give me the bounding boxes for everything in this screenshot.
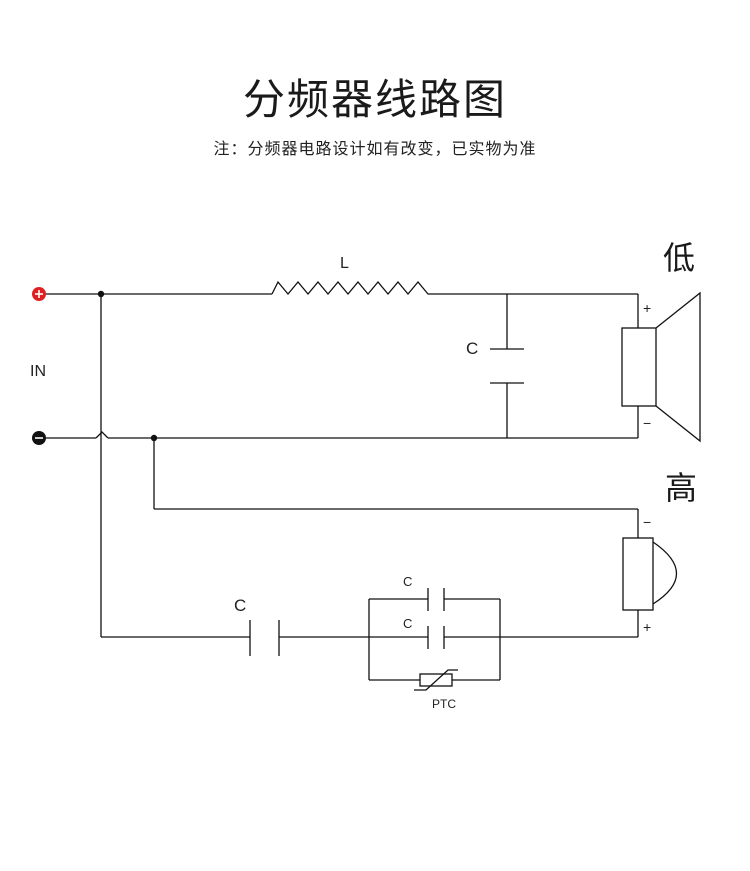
- parallel-cap-top-label: C: [403, 574, 412, 589]
- ptc-resistor-body: [419, 673, 453, 687]
- ptc-resistor-arrow: [414, 669, 458, 691]
- junction-dot-negative: [150, 434, 158, 442]
- wire-crossing-jumper: [95, 431, 109, 439]
- terminal-positive: [32, 287, 46, 301]
- woofer-cone: [655, 291, 701, 443]
- inductor-coil: [271, 280, 434, 296]
- inductor-label: L: [340, 255, 349, 272]
- high-label: 高: [665, 469, 697, 507]
- woofer-cap-label: C: [466, 339, 478, 358]
- input-label: IN: [30, 363, 46, 380]
- tweeter-dome: [652, 541, 678, 605]
- woofer-plus-label: +: [643, 300, 651, 316]
- woofer-minus-label: −: [643, 415, 651, 431]
- ptc-label: PTC: [432, 697, 456, 711]
- woofer-magnet: [621, 327, 657, 407]
- note-text: 注：分频器电路设计如有改变，已实物为准: [213, 139, 537, 158]
- tweeter-series-cap-label: C: [234, 596, 246, 615]
- junction-dot-positive: [97, 290, 105, 298]
- tweeter-minus-label: −: [643, 514, 651, 530]
- tweeter-plus-label: +: [643, 619, 651, 635]
- page-title: 分频器线路图: [242, 75, 507, 124]
- tweeter-magnet: [622, 537, 654, 611]
- terminal-negative: [32, 431, 46, 445]
- parallel-cap-bottom-label: C: [403, 616, 412, 631]
- low-label: 低: [663, 239, 695, 277]
